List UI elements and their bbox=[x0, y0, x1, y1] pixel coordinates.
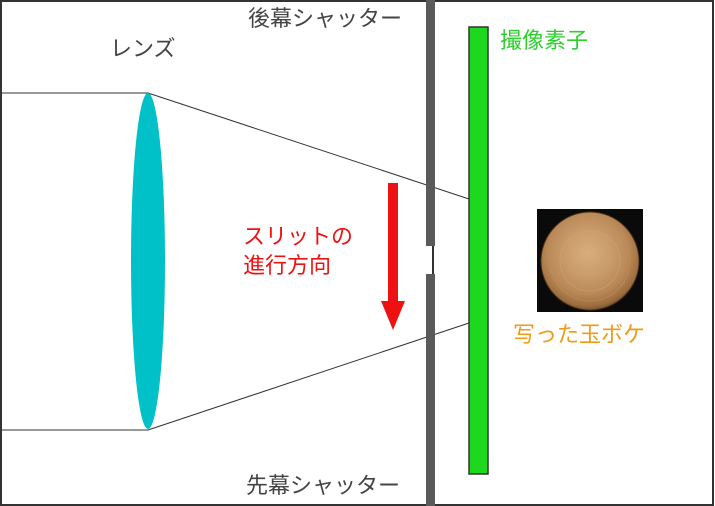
ray-top-converging bbox=[147, 92, 473, 201]
slit-arrow-head bbox=[381, 301, 405, 330]
bokeh-photo bbox=[537, 209, 643, 312]
rear-curtain-shutter bbox=[426, 0, 435, 246]
ray-bottom-converging bbox=[147, 321, 473, 431]
image-sensor bbox=[468, 26, 489, 475]
slit-direction-label-line2: 進行方向 bbox=[243, 254, 332, 279]
captured-bokeh-label: 写った玉ボケ bbox=[513, 323, 646, 348]
lens bbox=[131, 93, 165, 429]
sensor-label: 撮像素子 bbox=[500, 29, 589, 54]
front-curtain-shutter bbox=[426, 274, 435, 506]
rear-curtain-label: 後幕シャッター bbox=[248, 7, 403, 32]
slit-direction-label-line1: スリットの bbox=[243, 225, 354, 250]
lens-label: レンズ bbox=[110, 37, 176, 62]
slit-arrow-shaft bbox=[388, 183, 398, 301]
front-curtain-label: 先幕シャッター bbox=[246, 474, 401, 499]
